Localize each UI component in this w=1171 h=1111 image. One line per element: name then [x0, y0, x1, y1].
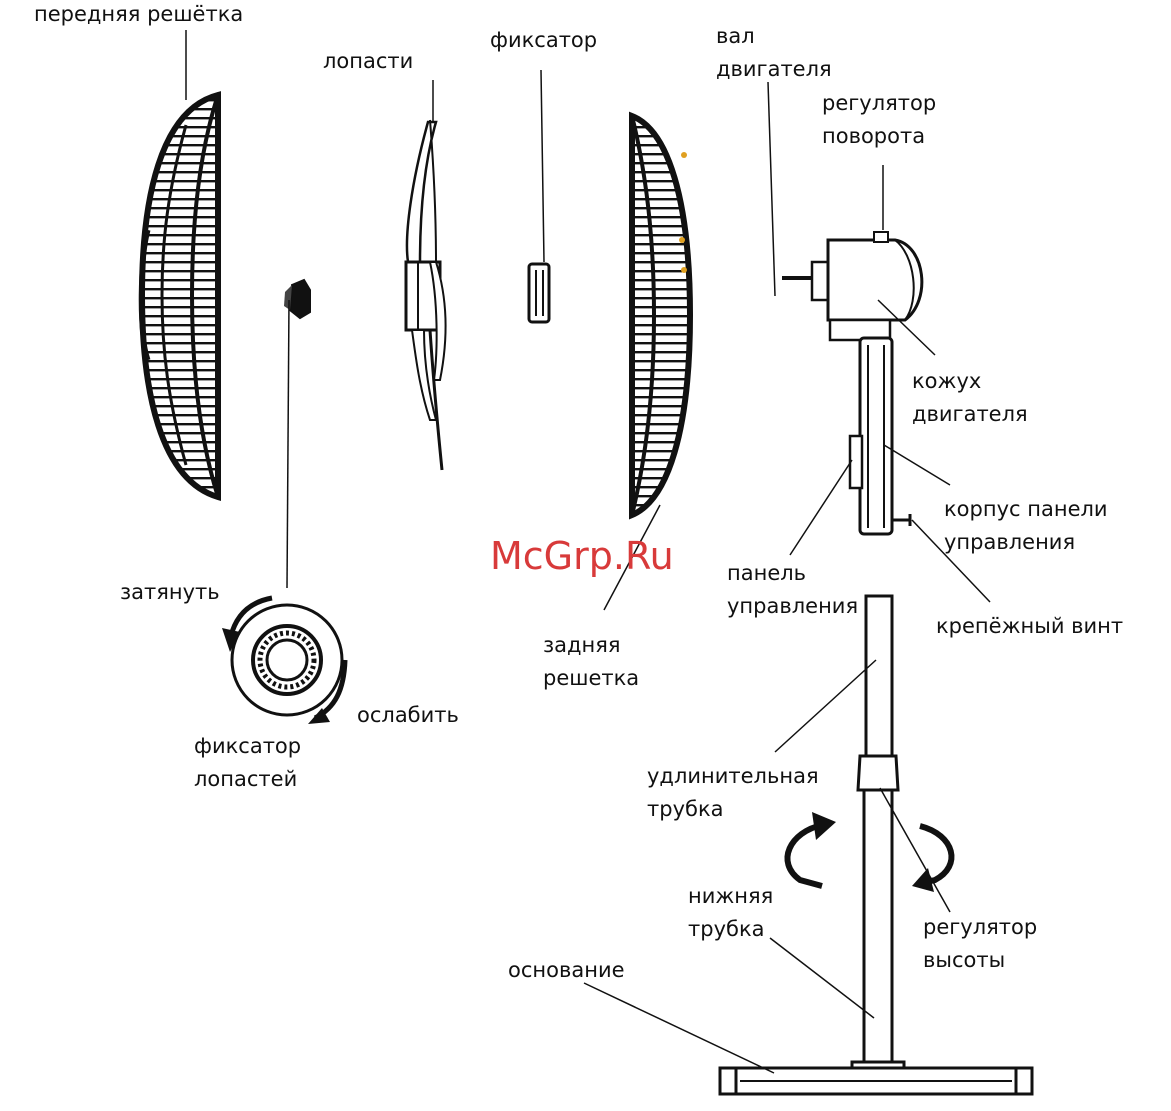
- label-clip: фиксатор: [490, 24, 597, 57]
- rear-grille: [632, 116, 690, 515]
- label-motor-housing: кожух двигателя: [912, 365, 1028, 431]
- label-lower-tube: нижняя трубка: [688, 880, 773, 946]
- stand: [720, 596, 1032, 1094]
- motor-head: [782, 232, 922, 534]
- label-extension-tube: удлинительная трубка: [647, 760, 819, 826]
- label-front-grille: передняя решётка: [34, 0, 243, 31]
- front-grille: [141, 95, 218, 497]
- label-tighten: затянуть: [120, 576, 220, 609]
- label-rear-grille: задняя решетка: [543, 629, 639, 695]
- blade-spinner: [284, 280, 310, 318]
- blade-clip-ring: [222, 598, 345, 724]
- watermark: McGrp.Ru: [490, 534, 674, 578]
- label-rotation-knob: регулятор поворота: [822, 87, 936, 153]
- label-control-panel: панель управления: [727, 557, 858, 623]
- blades: [406, 120, 446, 470]
- label-height-knob: регулятор высоты: [923, 911, 1037, 977]
- label-loosen: ослабить: [357, 699, 459, 732]
- clip: [529, 264, 549, 322]
- label-mount-screw: крепёжный винт: [936, 610, 1123, 643]
- label-blade-clip: фиксатор лопастей: [194, 730, 301, 796]
- label-blades: лопасти: [323, 45, 413, 78]
- label-motor-shaft: вал двигателя: [716, 20, 832, 86]
- label-base: основание: [508, 954, 625, 987]
- label-panel-housing: корпус панели управления: [944, 493, 1108, 559]
